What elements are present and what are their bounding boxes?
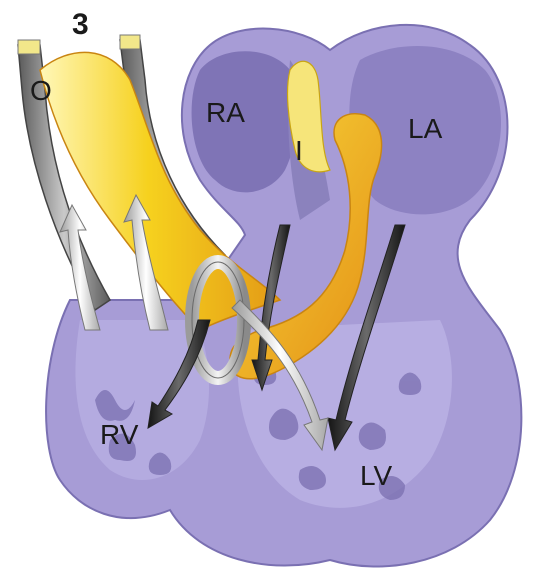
outflow-cap-left — [18, 40, 40, 54]
label-left-ventricle: LV — [360, 460, 392, 491]
label-right-ventricle: RV — [100, 419, 139, 450]
outflow-cap-right — [120, 35, 140, 49]
label-inflow: I — [295, 135, 303, 166]
label-outflow: O — [30, 75, 52, 106]
label-left-atrium: LA — [408, 113, 443, 144]
panel-number: 3 — [72, 8, 89, 41]
label-right-atrium: RA — [206, 97, 245, 128]
